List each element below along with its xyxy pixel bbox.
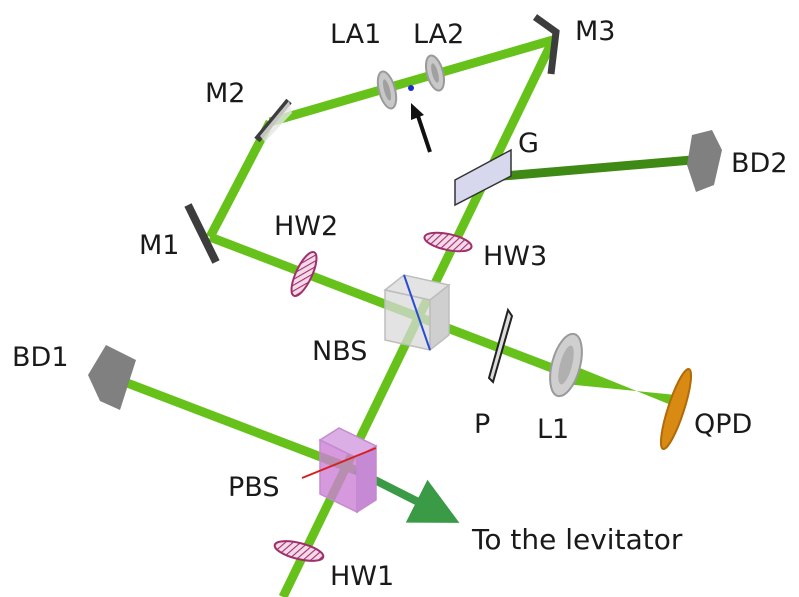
label-m1: M1	[139, 230, 179, 261]
beam-m2-to-m3	[268, 35, 555, 127]
waveplate-hw2	[290, 250, 318, 298]
waveplate-hw3	[423, 231, 473, 253]
beam-focus-to-qpd	[565, 362, 676, 407]
label-hw2: HW2	[274, 211, 338, 242]
label-bd2: BD2	[731, 148, 788, 179]
qpd-detector	[659, 367, 693, 451]
pbs-cube	[301, 427, 378, 514]
beam-dump-bd2	[687, 130, 722, 192]
label-hw3: HW3	[483, 241, 547, 272]
pointer-arrow	[411, 103, 432, 153]
beam-dump-bd1	[88, 345, 136, 410]
nbs-cube	[383, 274, 451, 352]
mirror-m1	[184, 203, 220, 264]
beam-g-to-bd2	[479, 155, 693, 183]
polarizer-p	[487, 307, 514, 384]
label-bd1: BD1	[12, 342, 69, 373]
focus-point	[408, 85, 414, 91]
grating-g	[454, 148, 512, 207]
label-pbs: PBS	[228, 472, 279, 503]
mirror-m3	[532, 14, 560, 75]
lens-l1	[549, 332, 583, 398]
pbs-split-line	[301, 447, 377, 479]
waveplate-hw1	[273, 540, 325, 562]
component-labels: LA1 LA2 M3 M2 G BD2 M1 HW2 HW3 BD1 NBS P…	[12, 16, 788, 592]
nbs-split-line	[403, 274, 431, 351]
label-m3: M3	[575, 16, 615, 47]
mirror-m2	[254, 98, 292, 143]
lens-la2	[424, 54, 446, 92]
label-la1: LA1	[330, 19, 381, 50]
lens-la1	[376, 70, 398, 110]
label-qpd: QPD	[694, 409, 752, 440]
label-la2: LA2	[413, 19, 464, 50]
beam-bd1-to-pbs	[120, 376, 357, 475]
label-nbs: NBS	[312, 336, 367, 367]
label-to-levitator: To the levitator	[471, 523, 683, 556]
label-p: P	[474, 409, 490, 440]
label-g: G	[518, 128, 539, 159]
label-l1: L1	[537, 414, 569, 445]
label-m2: M2	[205, 78, 245, 109]
label-hw1: HW1	[330, 561, 394, 592]
